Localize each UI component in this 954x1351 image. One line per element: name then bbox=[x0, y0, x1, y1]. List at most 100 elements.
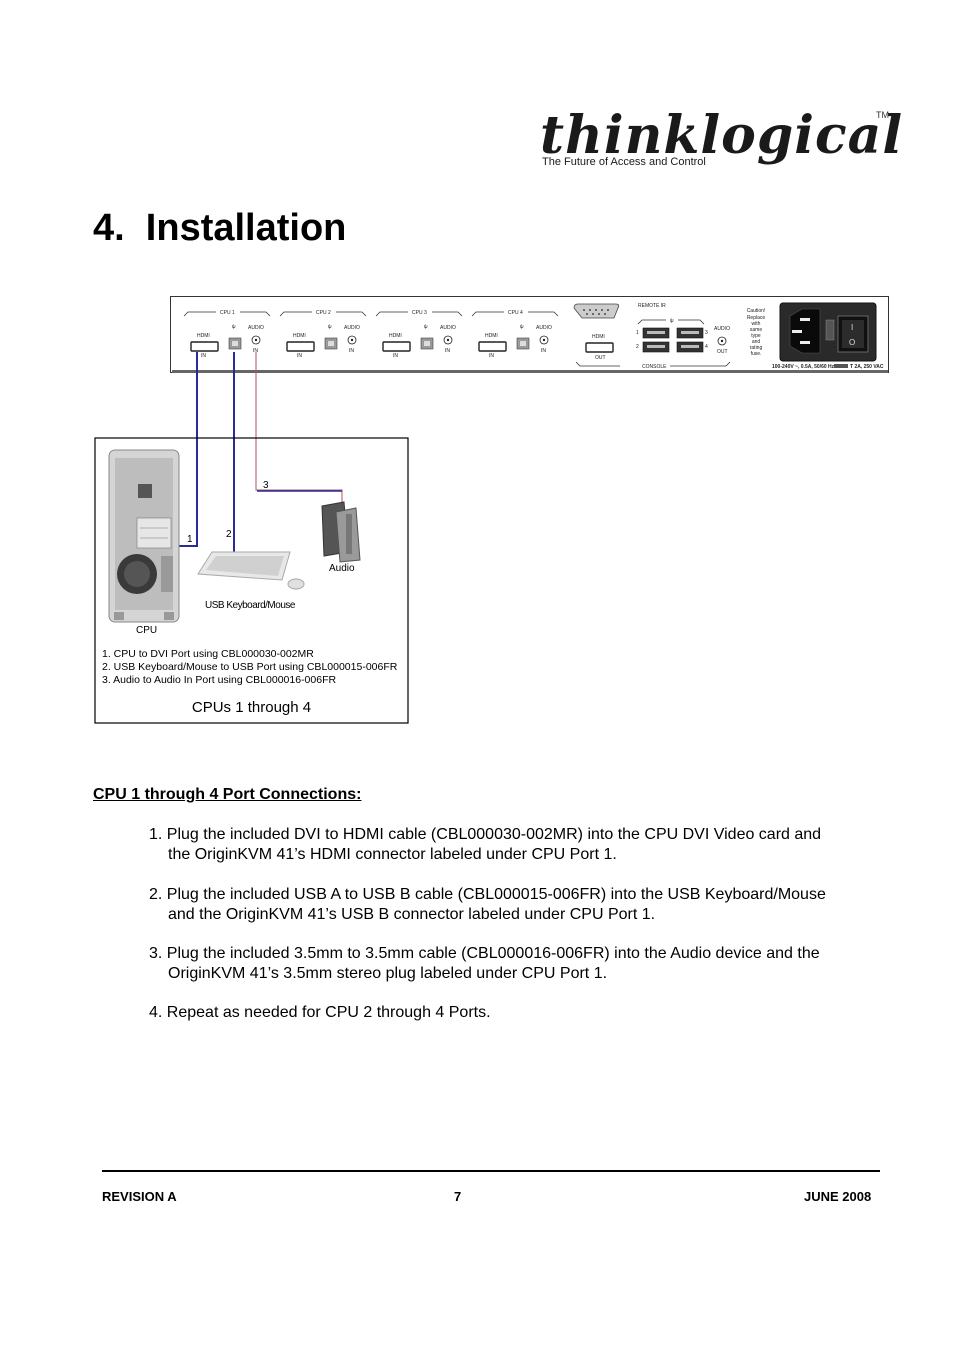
usb-icon: ψ bbox=[328, 324, 332, 330]
step-number: 3. bbox=[149, 945, 163, 962]
logo-wordmark: thinklogical bbox=[540, 105, 904, 166]
power-inlet[interactable] bbox=[789, 308, 821, 354]
in-label: IN bbox=[393, 353, 398, 359]
fuse-holder bbox=[825, 319, 835, 341]
cable-number-3: 3 bbox=[263, 480, 269, 491]
hdmi-label: HDMI bbox=[389, 333, 402, 339]
footer-revision: REVISION A bbox=[102, 1189, 177, 1204]
hdmi-out-port[interactable] bbox=[585, 342, 614, 353]
section-title: CPU 1 through 4 Port Connections: bbox=[93, 786, 362, 803]
switch-on-label: I bbox=[851, 323, 853, 332]
usb-icon: ψ bbox=[424, 324, 428, 330]
keyboard-label: USB Keyboard/Mouse bbox=[205, 600, 296, 611]
footer-date: JUNE 2008 bbox=[804, 1189, 872, 1204]
svg-text:and: and bbox=[752, 339, 761, 345]
step-number: 2. bbox=[149, 886, 163, 903]
audio-label: AUDIO bbox=[344, 325, 360, 331]
svg-text:type: type bbox=[751, 333, 761, 339]
legend-item-2: 2. USB Keyboard/Mouse to USB Port using … bbox=[102, 661, 398, 673]
in-label: IN bbox=[349, 348, 354, 354]
cpu-port-label: CPU 1 bbox=[220, 310, 235, 316]
fuse-icon bbox=[834, 364, 848, 368]
cpu-label: CPU bbox=[136, 625, 157, 636]
usb-icon: ψ bbox=[520, 324, 524, 330]
console-label: CONSOLE bbox=[642, 364, 667, 370]
svg-text:1: 1 bbox=[636, 330, 639, 336]
step-text-line1: Plug the included USB A to USB B cable (… bbox=[166, 886, 826, 903]
step-number: 1. bbox=[149, 826, 163, 843]
step-text-line1: Repeat as needed for CPU 2 through 4 Por… bbox=[166, 1004, 491, 1021]
logo-tagline: The Future of Access and Control bbox=[542, 156, 706, 168]
cable-number-1: 1 bbox=[187, 534, 193, 545]
svg-text:Replace: Replace bbox=[747, 315, 766, 321]
rear-panel: CPU 1 HDMI IN ψ AUDIO IN CPU 2 HDMI IN ψ… bbox=[170, 296, 889, 373]
hdmi-port[interactable] bbox=[286, 341, 315, 352]
svg-text:fuse.: fuse. bbox=[751, 351, 762, 357]
hdmi-port[interactable] bbox=[478, 341, 507, 352]
hdmi-port[interactable] bbox=[382, 341, 411, 352]
hdmi-out-label: HDMI bbox=[592, 334, 605, 340]
step-3: 3. Plug the included 3.5mm to 3.5mm cabl… bbox=[149, 944, 909, 984]
speakers-image bbox=[321, 501, 361, 563]
svg-text:rating: rating bbox=[750, 345, 763, 351]
step-text-line1: Plug the included DVI to HDMI cable (CBL… bbox=[166, 826, 822, 843]
out-label: OUT bbox=[717, 349, 728, 355]
svg-text:with: with bbox=[752, 321, 761, 327]
usb-icon: ψ bbox=[232, 324, 236, 330]
hdmi-label: HDMI bbox=[197, 333, 210, 339]
svg-text:3: 3 bbox=[705, 330, 708, 336]
logo: thinklogical TM The Future of Access and… bbox=[540, 106, 902, 176]
power-rating: 100-240V ~, 0.5A, 50/60 Hz bbox=[772, 364, 835, 370]
audio-out-label: AUDIO bbox=[714, 326, 730, 332]
svg-text:Caution!: Caution! bbox=[747, 308, 766, 314]
cpu-port-group-1: CPU 1 HDMI IN ψ AUDIO IN bbox=[183, 310, 271, 359]
serial-port[interactable] bbox=[573, 303, 620, 319]
diagram-box bbox=[94, 437, 409, 724]
in-label: IN bbox=[253, 348, 258, 354]
remote-ir-label: REMOTE IR bbox=[638, 303, 666, 309]
audio-label: AUDIO bbox=[440, 325, 456, 331]
logo-trademark: TM bbox=[876, 110, 889, 120]
step-4: 4. Repeat as needed for CPU 2 through 4 … bbox=[149, 1003, 909, 1023]
cable-3-audio bbox=[255, 352, 343, 506]
in-label: IN bbox=[445, 348, 450, 354]
footer-rule bbox=[102, 1170, 880, 1172]
out-label: OUT bbox=[595, 355, 606, 361]
hdmi-port[interactable] bbox=[190, 341, 219, 352]
svg-text:same: same bbox=[750, 327, 762, 333]
audio-label: Audio bbox=[329, 563, 355, 574]
legend-item-1: 1. CPU to DVI Port using CBL000030-002MR bbox=[102, 648, 314, 660]
svg-text:4: 4 bbox=[705, 344, 708, 350]
footer-page-number: 7 bbox=[454, 1189, 462, 1204]
hdmi-label: HDMI bbox=[293, 333, 306, 339]
cpu-port-label: CPU 2 bbox=[316, 310, 331, 316]
in-label: IN bbox=[489, 353, 494, 359]
step-text-line2: OriginKVM 41’s 3.5mm stereo plug labeled… bbox=[168, 965, 608, 982]
step-text-line1: Plug the included 3.5mm to 3.5mm cable (… bbox=[166, 945, 820, 962]
cpu-port-group-3: CPU 3 HDMI IN ψ AUDIO IN bbox=[375, 310, 463, 359]
cpu-port-group-4: CPU 4 HDMI IN ψ AUDIO IN bbox=[471, 310, 559, 359]
audio-label: AUDIO bbox=[248, 325, 264, 331]
power-module: I O bbox=[779, 302, 877, 362]
in-label: IN bbox=[297, 353, 302, 359]
page-title: 4. Installation bbox=[93, 207, 347, 249]
in-label: IN bbox=[541, 348, 546, 354]
cpu-tower-image bbox=[108, 449, 180, 623]
legend-item-3: 3. Audio to Audio In Port using CBL00001… bbox=[102, 674, 337, 686]
usb-icon: ψ bbox=[670, 318, 674, 324]
step-number: 4. bbox=[149, 1004, 163, 1021]
svg-text:2: 2 bbox=[636, 344, 639, 350]
caution-block: Caution! Replace with same type and rati… bbox=[747, 308, 766, 357]
step-text-line2: the OriginKVM 41’s HDMI connector labele… bbox=[168, 846, 617, 863]
cpu-port-group-2: CPU 2 HDMI IN ψ AUDIO IN bbox=[279, 310, 367, 359]
cpu-port-label: CPU 3 bbox=[412, 310, 427, 316]
connection-diagram: CPU USB Keyboard/Mouse Audio 1 2 3 bbox=[94, 352, 409, 724]
keyboard-image bbox=[197, 551, 305, 590]
in-label: IN bbox=[201, 353, 206, 359]
fuse-rating: T 2A, 250 VAC bbox=[850, 364, 884, 370]
cpu-port-label: CPU 4 bbox=[508, 310, 523, 316]
step-text-line2: and the OriginKVM 41’s USB B connector l… bbox=[168, 906, 656, 923]
diagram-caption: CPUs 1 through 4 bbox=[191, 699, 312, 716]
hdmi-label: HDMI bbox=[485, 333, 498, 339]
console-section: HDMI OUT REMOTE IR ψ 1 2 3 4 AUDIO OUT C… bbox=[573, 303, 731, 370]
